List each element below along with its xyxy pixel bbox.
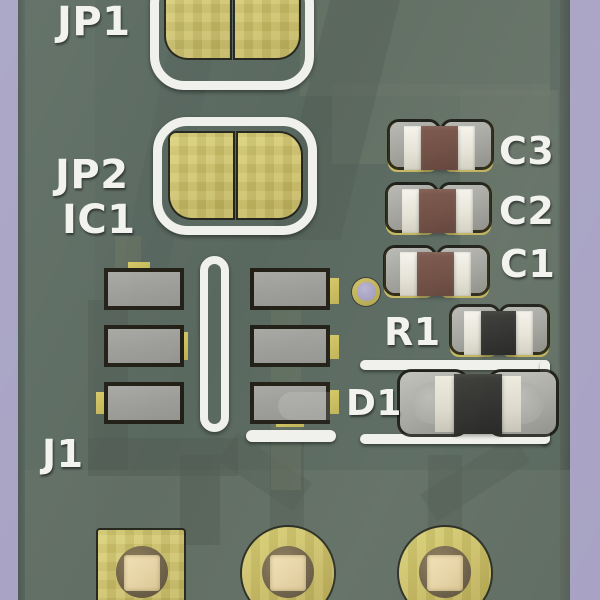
c1-termination-left [400,252,419,296]
ic1-pad-right-3[interactable] [250,382,330,424]
ic1-pad-left-1[interactable] [104,268,184,310]
ic1-silk-underline [246,430,336,442]
c2-termination-left [402,189,421,233]
j1-pin2-hole [270,555,306,591]
c3-termination-right [456,126,475,170]
d1-body [454,374,502,434]
ic1-silk-slot-outline [200,256,229,432]
silk-label-j1: J1 [42,432,84,476]
silk-label-d1: D1 [346,383,402,424]
d1-anode-band-right [500,376,521,432]
trace-to-pin1 [180,455,220,545]
silk-label-jp1: JP1 [57,0,131,45]
d1-cathode-band-left [435,376,456,432]
silk-label-jp2: JP2 [55,152,129,198]
j1-pin1-hole [124,555,160,591]
c3-termination-left [404,126,423,170]
pcb-edge-left [18,0,25,600]
trace-left-elbow [88,438,238,476]
jp2-pad-left[interactable] [170,133,233,218]
r1-termination-right [514,311,533,355]
ic1-pad-right-1[interactable] [250,268,330,310]
jp1-pad-left[interactable] [166,0,230,58]
j1-pin3-hole [427,555,463,591]
c1-termination-right [452,252,471,296]
ic1-pad-right-3-highlight [278,392,330,420]
viewport-background-right [569,0,600,600]
via-1-hole [357,282,376,301]
pcb-edge-right [560,0,570,600]
jp1-silk-outline [150,0,314,90]
copper-pour-top-right [300,0,550,96]
d1-silk-bracket-top [360,360,550,370]
jp2-pad-right[interactable] [238,133,301,218]
c3-body [421,126,458,170]
d1-silk-bracket-bottom [360,434,550,444]
ic1-pad-left-2[interactable] [104,325,184,367]
ic1-pad-left-3[interactable] [104,382,184,424]
c2-termination-right [454,189,473,233]
r1-termination-left [464,311,483,355]
silk-label-r1: R1 [384,310,441,354]
silk-label-c3: C3 [499,129,555,173]
ic1-pad-right-2[interactable] [250,325,330,367]
r1-body [481,311,516,355]
jp1-pad-right[interactable] [235,0,299,58]
silk-label-ic1: IC1 [62,197,136,243]
viewport-background-left [0,0,19,600]
silk-label-c2: C2 [499,189,555,233]
jp2-silk-outline [153,117,317,235]
copper-pour-left-band [25,0,95,600]
ic1-pad-stub-1 [128,262,150,272]
c2-body [419,189,456,233]
c1-body [417,252,454,296]
silk-label-c1: C1 [500,242,556,286]
